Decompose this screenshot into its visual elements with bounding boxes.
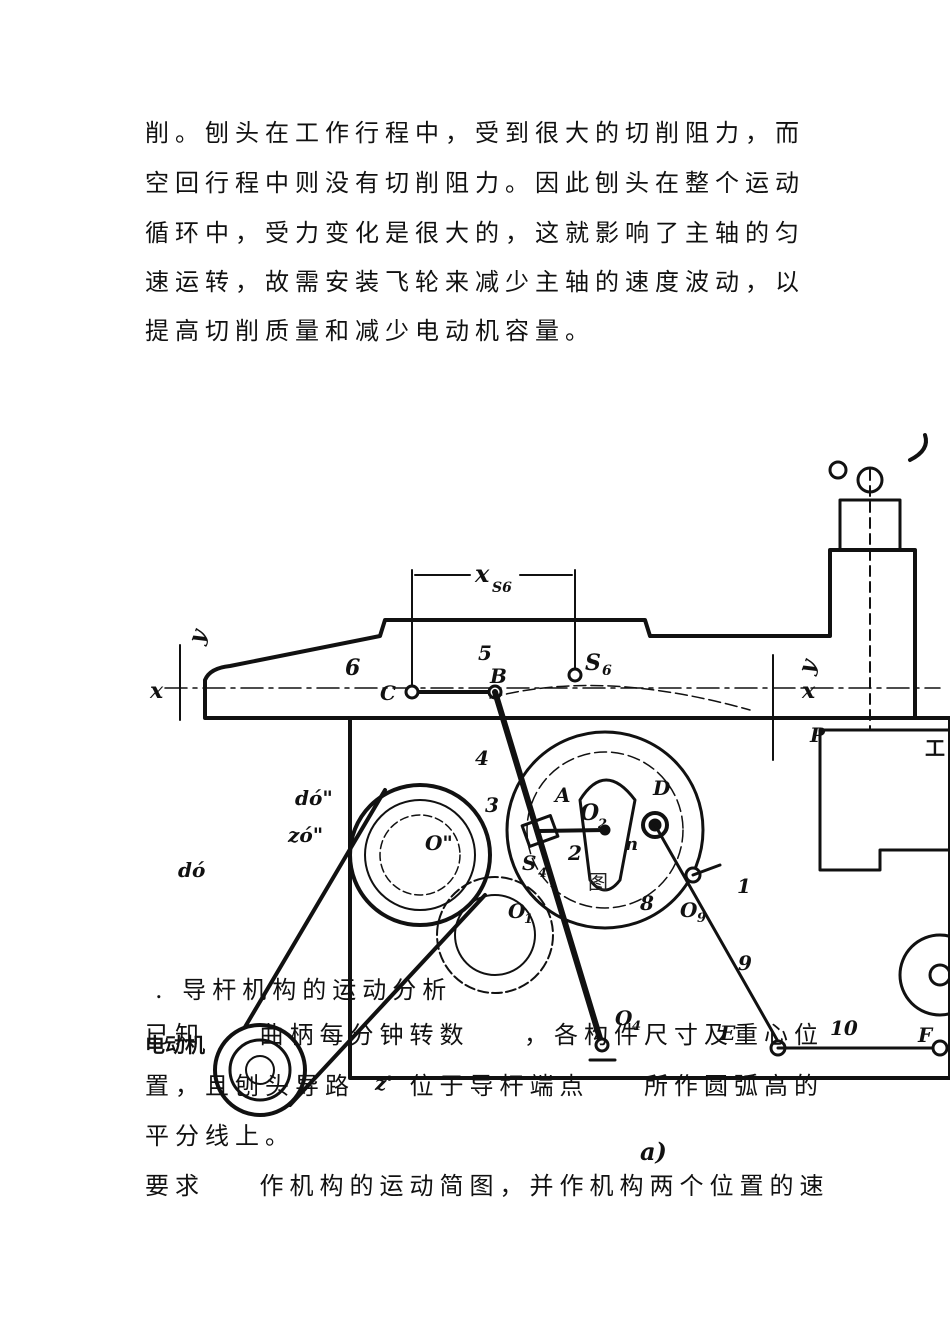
label-x-right: x (801, 678, 816, 704)
label-A: A (553, 783, 571, 807)
label-O4-sub: 4 (632, 1019, 641, 1034)
label-S6-sub: 6 (602, 663, 612, 679)
figure-caption-char: 图 (588, 870, 608, 894)
label-do1: dó (178, 858, 205, 882)
label-5: 5 (478, 641, 492, 665)
body-line-3: 平分线上。 (145, 1122, 295, 1150)
label-O9-sub: 9 (697, 911, 706, 926)
label-E: E (719, 1021, 736, 1045)
label-O1: O (508, 899, 526, 923)
label-yp: y (793, 654, 823, 678)
label-D: D (652, 776, 671, 800)
label-S4-sub: 4 (538, 866, 547, 881)
label-O2: O (580, 800, 599, 826)
body-line-2: 置，且刨头导路 位于导杆端点 所作圆弧高的 (145, 1072, 825, 1100)
intro-line-1: 削。刨头在工作行程中，受到很大的切削阻力，而 (145, 119, 805, 147)
label-C: C (380, 681, 396, 705)
intro-line-5: 提高切削质量和减少电动机容量。 (145, 317, 595, 345)
label-xs6-sub: S6 (492, 580, 512, 596)
label-6: 6 (345, 655, 360, 681)
intro-line-3: 循环中，受力变化是很大的，这就影响了主轴的匀 (145, 219, 805, 247)
label-O1-sub: 1 (524, 912, 533, 927)
intro-line-4: 速运转，故需安装飞轮来减少主轴的速度波动，以 (145, 268, 805, 296)
label-z1: z' (374, 1071, 392, 1095)
label-1: 1 (737, 874, 751, 898)
figure-sublabel: a) (640, 1137, 667, 1166)
section-title: . 导杆机构的运动分析 (155, 976, 453, 1004)
label-S6: S (585, 650, 601, 676)
label-F: F (917, 1023, 934, 1047)
label-S4: S (522, 851, 536, 875)
label-Opp: O" (425, 831, 453, 855)
label-P: P (809, 723, 826, 747)
label-x-left: x (149, 678, 164, 704)
shaper-mechanism-figure: x x x S6 y y 6 5 B C S 6 4 3 A O 2 2 n S… (145, 433, 950, 1166)
label-do2: dó" (295, 786, 333, 810)
workpiece-label: 工 (925, 736, 945, 760)
label-zo2: zó" (287, 823, 323, 847)
label-10: 10 (830, 1016, 858, 1040)
given-line: 已知 曲柄每分钟转数 ，各构件尺寸及重心位 (145, 1021, 825, 1049)
label-B: B (489, 664, 507, 688)
intro-line-2: 空回行程中则没有切削阻力。因此刨头在整个运动 (145, 169, 805, 197)
label-8: 8 (639, 891, 654, 915)
motor-label: 电动机 (145, 1033, 205, 1057)
label-O4: O (615, 1006, 633, 1030)
label-n2: n (625, 834, 638, 855)
label-O9: O (680, 898, 698, 922)
label-ys6: y (183, 624, 213, 648)
label-3: 3 (485, 793, 499, 817)
label-xs6: x (474, 559, 490, 588)
label-9: 9 (738, 951, 752, 975)
requirement-line: 要求 作机构的运动简图，并作机构两个位置的速 (145, 1172, 830, 1200)
label-O2-sub: 2 (597, 817, 607, 832)
label-4: 4 (475, 746, 489, 770)
label-2: 2 (567, 841, 582, 865)
